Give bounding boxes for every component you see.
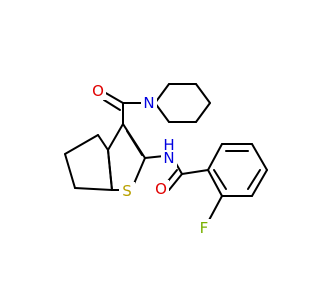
bond (103, 91, 124, 104)
bond (107, 149, 113, 191)
sulfur-atom-label: S (122, 182, 132, 200)
bond (213, 169, 227, 190)
bond (126, 130, 143, 156)
label-bg (196, 219, 212, 237)
label-bg (153, 180, 169, 198)
bond (132, 157, 146, 187)
structure-svg: O N H N S O F (64, 82, 268, 237)
bond (195, 102, 211, 123)
bond (64, 134, 99, 155)
bond (168, 173, 183, 191)
bond (154, 102, 170, 123)
bond (154, 83, 170, 104)
molecule-diagram: O N H N S O F (64, 82, 268, 237)
hydrogen-atom-label: H (163, 136, 174, 154)
bond (207, 195, 223, 223)
bond (107, 123, 124, 151)
bond (251, 169, 268, 197)
bond (64, 153, 76, 189)
bond (251, 143, 268, 171)
bond (74, 187, 113, 191)
oxygen-atom-label: O (155, 180, 167, 198)
nitrogen-atom-label: N (163, 149, 174, 167)
bonds (64, 83, 268, 223)
bond (207, 143, 223, 171)
label-bg (161, 139, 177, 167)
label-bg (90, 82, 106, 100)
bond (195, 83, 211, 104)
oxygen-atom-label: O (92, 82, 104, 100)
nitrogen-atom-label: N (143, 94, 154, 112)
label-bg (119, 182, 135, 200)
atom-labels: O N H N S O F (90, 82, 212, 237)
label-bg (141, 94, 157, 112)
bond (144, 155, 165, 159)
fluorine-atom-label: F (200, 219, 209, 237)
bond (247, 169, 261, 190)
bond (97, 134, 109, 151)
bond (103, 99, 121, 111)
bond (181, 169, 209, 175)
bond (207, 169, 223, 197)
